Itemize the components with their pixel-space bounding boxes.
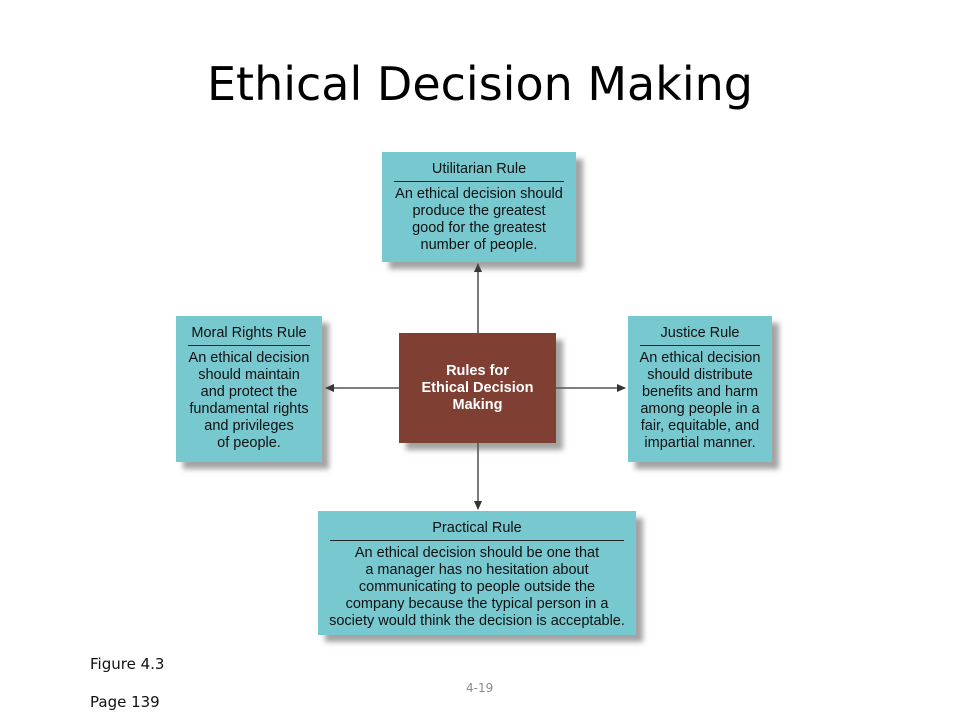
moral-rights-rule-divider xyxy=(188,345,310,346)
utilitarian-rule-box: Utilitarian Rule An ethical decision sho… xyxy=(382,152,576,262)
justice-rule-box: Justice Rule An ethical decision should … xyxy=(628,316,772,462)
utilitarian-rule-text: An ethical decision should produce the g… xyxy=(395,186,563,253)
figure-label: Figure 4.3 xyxy=(90,655,165,673)
practical-rule-text: An ethical decision should be one that a… xyxy=(329,545,625,629)
moral-rights-rule-title: Moral Rights Rule xyxy=(191,325,307,341)
page-label: Page 139 xyxy=(90,693,160,711)
moral-rights-rule-text: An ethical decision should maintain and … xyxy=(188,350,310,451)
justice-rule-divider xyxy=(640,345,760,346)
moral-rights-rule-box: Moral Rights Rule An ethical decision sh… xyxy=(176,316,322,462)
rules-center-box: Rules for Ethical Decision Making xyxy=(399,333,556,443)
practical-rule-box: Practical Rule An ethical decision shoul… xyxy=(318,511,636,635)
slide-title: Ethical Decision Making xyxy=(206,57,754,111)
utilitarian-rule-divider xyxy=(394,181,564,182)
slide-number: 4-19 xyxy=(466,681,494,695)
justice-rule-text: An ethical decision should distribute be… xyxy=(639,350,761,451)
practical-rule-title: Practical Rule xyxy=(432,520,522,536)
justice-rule-title: Justice Rule xyxy=(660,325,740,341)
utilitarian-rule-title: Utilitarian Rule xyxy=(431,161,527,177)
practical-rule-divider xyxy=(330,540,624,541)
